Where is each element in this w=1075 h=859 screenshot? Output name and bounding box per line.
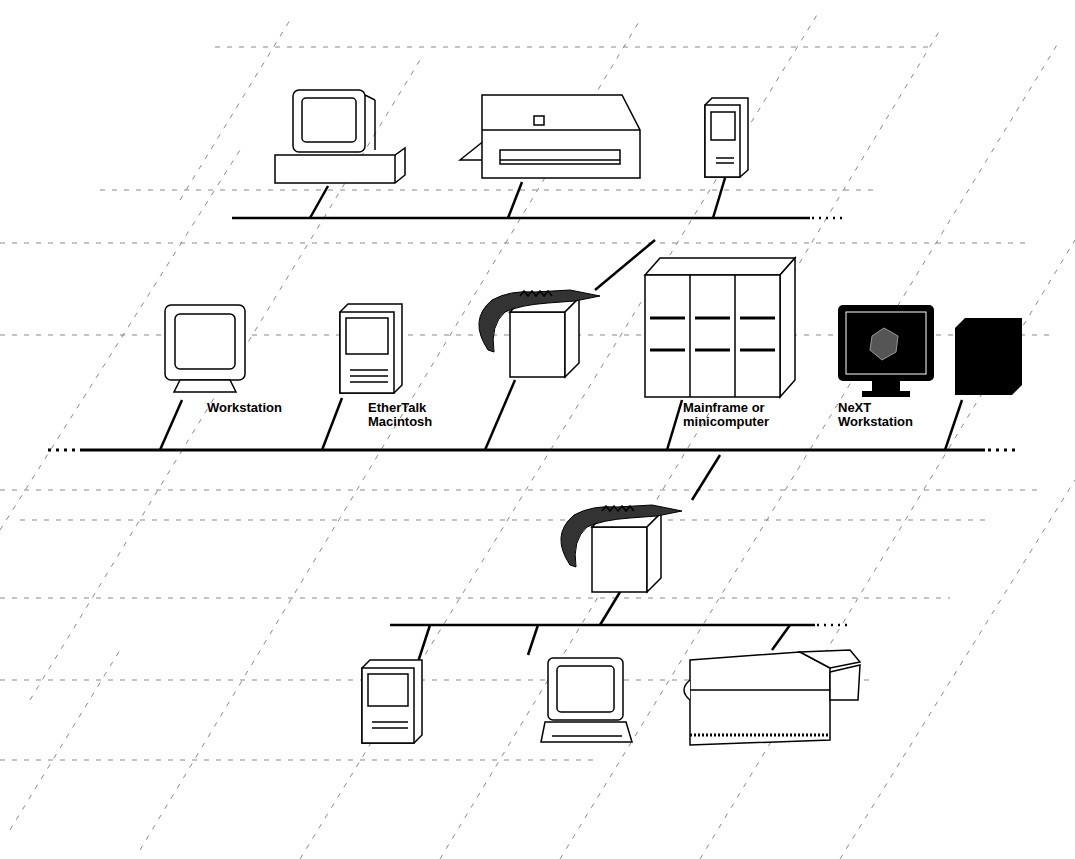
perspective-grid: [0, 10, 1075, 859]
network-buses: [48, 218, 1018, 625]
gateway-box: [479, 290, 600, 377]
gator-mascot: [561, 505, 682, 567]
bottom-bus: [390, 624, 815, 627]
bus-end: [988, 449, 1018, 452]
laser-printer: [684, 650, 860, 745]
device-label: Mainframe or minicomputer: [683, 401, 779, 429]
bus-end: [817, 624, 852, 627]
gateway-box: [561, 505, 682, 592]
bus-end: [48, 449, 78, 452]
top-bus: [232, 217, 810, 220]
device-label: NeXT Workstation: [838, 401, 924, 429]
laser-printer: [460, 95, 640, 178]
device-label: Workstation: [207, 401, 317, 415]
gator-mascot: [479, 290, 600, 352]
drop-lines: [160, 178, 962, 662]
middle-bus: [80, 449, 985, 452]
pc-computer: [275, 90, 405, 183]
next-workstation: [838, 305, 1022, 397]
macintosh-computer: [362, 660, 422, 743]
macintosh-computer: [705, 98, 748, 177]
macintosh-computer: [340, 304, 402, 393]
pc-computer: [541, 658, 632, 742]
workstation-monitor: [165, 305, 245, 392]
mainframe-cabinet: [645, 258, 795, 397]
bus-end: [812, 217, 845, 220]
device-label: EtherTalk Macintosh: [368, 401, 440, 429]
